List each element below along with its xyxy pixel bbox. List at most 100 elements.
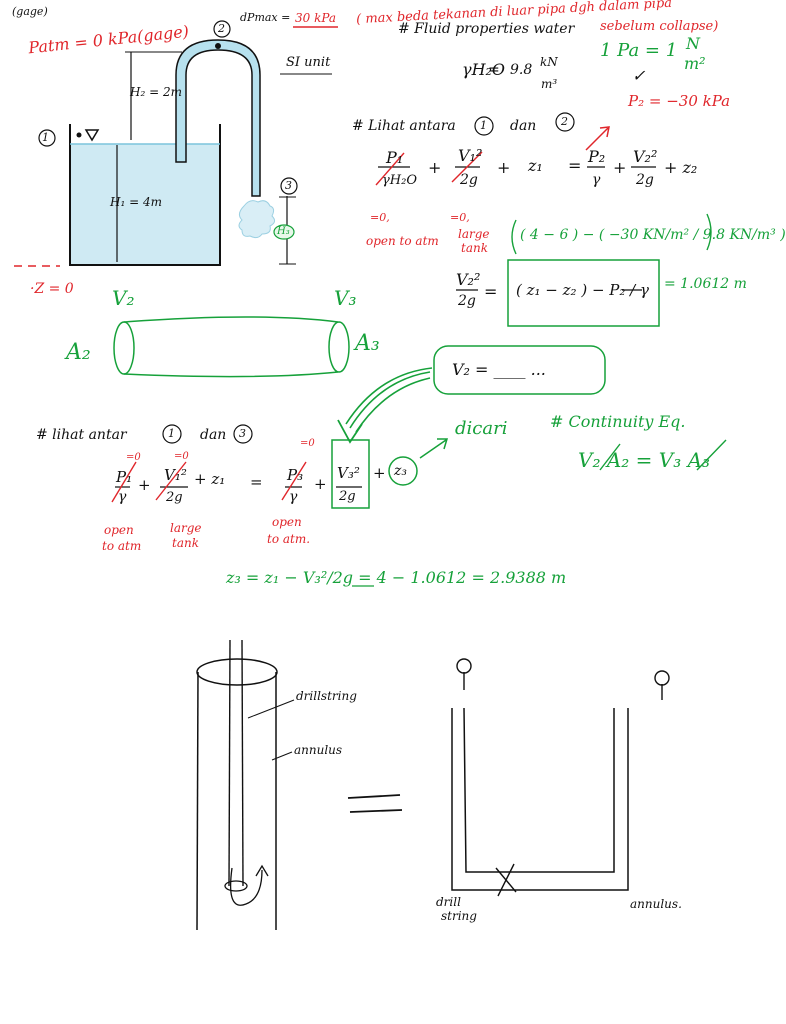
annulus-label: annulus: [294, 743, 343, 757]
gauge-right: [654, 670, 670, 686]
sec12-circ2: 2: [561, 115, 568, 128]
sec12-gamma2: γ: [592, 172, 601, 188]
drillstring-label: drillstring: [296, 689, 357, 703]
sec12-subst: ( 4 − 6 ) − ( −30 KN/m² / 9.8 KN/m³ ): [520, 227, 786, 243]
strike13-p1: [111, 461, 137, 503]
v2-answer-box: [433, 345, 606, 395]
sec13-conj: dan: [200, 427, 227, 443]
sec12-zero1: =0,: [370, 211, 390, 224]
sec12-p1: P₁: [386, 148, 404, 167]
gauge-left: [456, 658, 472, 674]
v2-lhs-den: 2g: [458, 293, 476, 309]
v2-lhs-eq: =: [484, 282, 498, 301]
sec13-circ3: 3: [239, 427, 246, 440]
point-2-dot: [215, 43, 221, 49]
sec12-zero2b: large: [458, 227, 490, 241]
sec13-eq: =: [250, 473, 263, 491]
flow-arrow: [229, 867, 263, 906]
pipe-end-a3: [328, 321, 350, 373]
note-line2: sebelum collapse): [600, 19, 719, 34]
v2-result-box: [507, 259, 660, 327]
sec12-v2sq: V₂²: [633, 147, 658, 166]
sec13-p3: P₃: [287, 466, 304, 484]
sec13-2g-b: 2g: [339, 489, 356, 504]
pipe-body: [123, 316, 339, 378]
drawing-layer: [14, 20, 727, 931]
point-3-circle: [280, 177, 298, 195]
flow-arrow-head: [255, 864, 269, 877]
well-left-wall: [196, 671, 199, 931]
sec12-v1sq: V₁²: [458, 146, 483, 165]
gamma-val: 9.8: [510, 62, 533, 78]
annulus-leader: [271, 751, 293, 761]
sec13-large: large: [170, 521, 202, 535]
si-unit-label: SI unit: [286, 55, 331, 70]
sec12-zero2c: tank: [461, 241, 488, 255]
sec12-zero1b: open to atm: [366, 234, 439, 248]
free-surface-symbol: [84, 129, 100, 142]
strike-a2: [599, 443, 621, 471]
p2-red-arrow: [585, 126, 610, 151]
sec13-2g-a: 2g: [166, 490, 183, 505]
sec13-z1: + z₁: [194, 470, 226, 488]
sec13-p1: P₁: [116, 468, 133, 486]
point-1-circle: [38, 129, 56, 147]
strike13-p3: [281, 461, 307, 501]
p2-value: P₂ = −30 kPa: [628, 92, 731, 110]
continuity-title: # Continuity Eq.: [550, 412, 686, 431]
pipe-end-a2: [113, 321, 135, 375]
pipe-a3: A₃: [355, 331, 380, 356]
sec13-open3b: to atm.: [267, 532, 311, 546]
drill-label-2: string: [441, 909, 477, 923]
drill-label-1: drill: [436, 895, 461, 909]
sec13-plus2: +: [314, 475, 327, 493]
dicari-label: dicari: [455, 418, 508, 439]
sec13-eq-zero-3: =0: [300, 438, 315, 449]
continuity-eq: V₂ A₂ = V₃ A₃: [578, 448, 711, 472]
sec13-plus1: +: [138, 476, 151, 494]
sec12-circle-2: [555, 112, 575, 132]
drillstring-right: [241, 639, 244, 887]
green-arrow: [345, 367, 433, 433]
dp-max-label: dPmax =: [240, 11, 291, 24]
sec12-plus1: +: [428, 158, 442, 177]
gamma-eq: =: [488, 62, 500, 78]
pa-eq-left: 1 Pa = 1: [600, 40, 678, 61]
sec13-gamma3: γ: [289, 489, 298, 505]
drillstring-bottom: [224, 880, 248, 892]
pipe-v3: V₃: [334, 286, 357, 310]
notes-page: (gage) Patm = 0 kPa(gage) 1 2 3 H₂ = 2m …: [12, 0, 786, 931]
sec12-circle-1: [474, 116, 494, 136]
strike13-v1: [155, 461, 187, 501]
sec13-eq-zero-2: =0: [174, 451, 189, 462]
sec12-eq: =: [568, 156, 582, 175]
tank-walls: [69, 124, 221, 266]
sec12-p2: P₂: [588, 147, 606, 166]
h1-label: H₁ = 4m: [110, 195, 162, 209]
pa-unit-den: m²: [684, 54, 706, 73]
pipe-a2: A₂: [66, 340, 91, 365]
strike-p1: [375, 152, 405, 186]
tank-water: [70, 144, 220, 264]
sec12-gamma1: γH₂O: [382, 173, 417, 188]
z3-result: z₃ = z₁ − V₃²/2g = 4 − 1.0612 = 2.9388 m: [226, 568, 567, 587]
sec13-v1sq: V₁²: [164, 466, 187, 484]
u-tube-inner: [463, 707, 615, 873]
h2-label: H₂ = 2m: [130, 85, 182, 99]
sec12-plus3: +: [613, 158, 627, 177]
sec13-tank: tank: [172, 536, 199, 550]
fluid-title: # Fluid properties water: [398, 21, 575, 37]
sec13-circle-1: [162, 424, 182, 444]
sec13-circle-3: [233, 424, 253, 444]
point-3-label: 3: [285, 179, 292, 192]
sec12-2g-b: 2g: [636, 172, 654, 188]
pipe-v2: V₂: [112, 286, 135, 310]
annulus-right-label: annulus.: [630, 897, 682, 911]
sec13-gamma1: γ: [118, 489, 127, 505]
sec12-zero2: =0,: [450, 211, 470, 224]
sec12-circ1: 1: [480, 119, 487, 132]
v2-result: = 1.0612 m: [664, 276, 747, 292]
point-1-label: 1: [42, 131, 49, 144]
point-2-label: 2: [218, 22, 225, 35]
h3-badge: [273, 224, 295, 240]
